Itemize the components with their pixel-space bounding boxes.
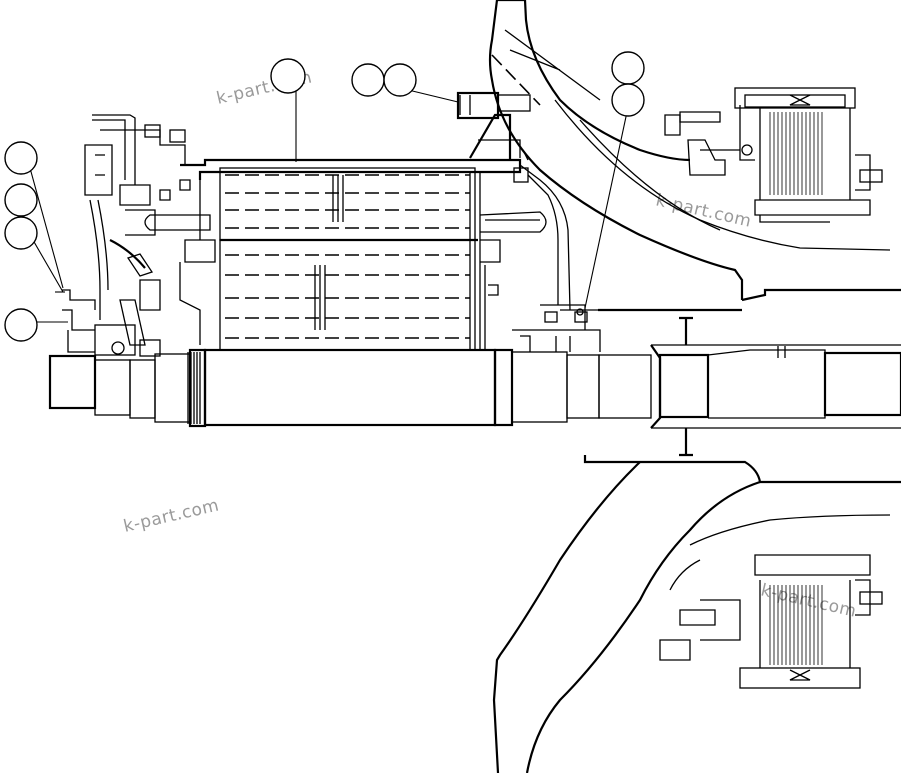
watermark-right: k-part.com xyxy=(654,190,754,231)
callout-c5 xyxy=(611,83,645,117)
lower-brake-pack xyxy=(659,554,883,689)
callout-c1 xyxy=(270,58,306,94)
wheel-hub-lower xyxy=(492,455,901,773)
callout-c7 xyxy=(4,183,38,217)
callout-c4 xyxy=(611,51,645,85)
main-shaft xyxy=(48,316,901,457)
left-sensor-assembly xyxy=(62,114,191,357)
callout-c3 xyxy=(383,63,417,97)
upper-brake-pack xyxy=(664,87,883,223)
brake-discs-upper xyxy=(769,112,823,195)
callout-c2 xyxy=(351,63,385,97)
brake-discs-lower xyxy=(769,585,823,665)
callout-c8 xyxy=(4,216,38,250)
housing-flange xyxy=(456,91,571,311)
callout-c9 xyxy=(4,308,38,342)
watermark-bottom-left: k-part.com xyxy=(122,495,222,536)
callout-c6 xyxy=(4,141,38,175)
leader-lines xyxy=(25,87,628,323)
motor-housing xyxy=(144,158,547,351)
wheel-hub-upper xyxy=(488,0,901,312)
right-seal-assembly xyxy=(512,304,601,352)
